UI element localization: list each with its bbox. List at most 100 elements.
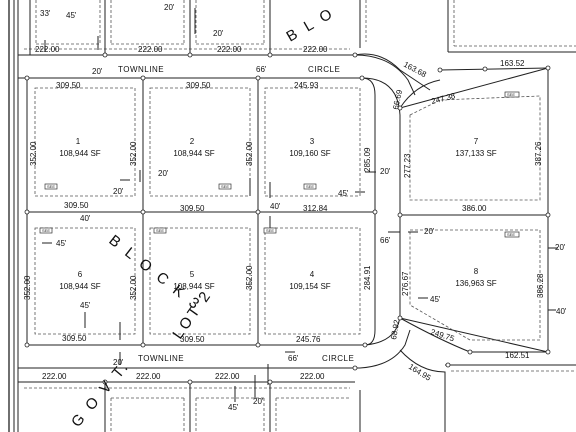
svg-text:309.50: 309.50 xyxy=(180,335,205,344)
svg-text:66': 66' xyxy=(380,236,391,245)
svg-text:309.50: 309.50 xyxy=(180,204,205,213)
lot-6-number: 6 xyxy=(78,270,83,279)
svg-text:20': 20' xyxy=(113,358,124,367)
svg-text:45': 45' xyxy=(66,11,77,20)
svg-text:40': 40' xyxy=(270,202,281,211)
lot-1-number: 1 xyxy=(76,137,81,146)
svg-text:45': 45' xyxy=(80,301,91,310)
svg-text:SEE: SEE xyxy=(221,184,229,189)
lot-3-area: 109,160 SF xyxy=(289,149,330,158)
top-block-lots xyxy=(18,0,576,91)
street-width-north: 66' xyxy=(256,65,267,74)
svg-text:40': 40' xyxy=(556,307,567,316)
svg-text:SEE: SEE xyxy=(156,228,164,233)
svg-text:222.00: 222.00 xyxy=(303,45,328,54)
west-boundary xyxy=(8,0,19,432)
lot-6-area: 108,944 SF xyxy=(59,282,100,291)
street-name-north-1: TOWNLINE xyxy=(118,65,164,74)
svg-text:20': 20' xyxy=(158,169,169,178)
lots-7-8 xyxy=(399,95,549,353)
lot-2-number: 2 xyxy=(190,137,195,146)
survey-monuments xyxy=(24,52,551,385)
svg-text:312.84: 312.84 xyxy=(303,204,328,213)
lot-labels: 1 108,944 SF 2 108,944 SF 3 109,160 SF 4… xyxy=(59,137,496,291)
svg-text:SEE: SEE xyxy=(42,228,50,233)
svg-text:276.67: 276.67 xyxy=(401,271,410,296)
svg-text:45': 45' xyxy=(228,403,239,412)
lot-1-area: 108,944 SF xyxy=(59,149,100,158)
block-label-north: B L O xyxy=(284,4,338,45)
svg-text:164.95: 164.95 xyxy=(407,362,433,383)
svg-text:245.76: 245.76 xyxy=(296,335,321,344)
svg-text:222.00: 222.00 xyxy=(138,45,163,54)
svg-text:222.00: 222.00 xyxy=(35,45,60,54)
svg-text:SEE: SEE xyxy=(306,184,314,189)
svg-text:352.00: 352.00 xyxy=(129,141,138,166)
svg-text:284.91: 284.91 xyxy=(363,265,372,290)
svg-text:222.00: 222.00 xyxy=(42,372,67,381)
svg-text:386.00: 386.00 xyxy=(462,204,487,213)
svg-text:387.26: 387.26 xyxy=(534,141,543,166)
svg-text:20': 20' xyxy=(113,187,124,196)
svg-text:SEE: SEE xyxy=(507,92,515,97)
svg-text:68.92: 68.92 xyxy=(389,319,401,341)
townline-circle-south xyxy=(18,329,576,432)
svg-text:309.50: 309.50 xyxy=(64,201,89,210)
svg-text:20': 20' xyxy=(424,227,435,236)
svg-text:45': 45' xyxy=(430,295,441,304)
street-width-south: 66' xyxy=(288,354,299,363)
lot-4-area: 109,154 SF xyxy=(289,282,330,291)
lot-8-number: 8 xyxy=(474,267,479,276)
svg-text:222.00: 222.00 xyxy=(136,372,161,381)
lot-4-number: 4 xyxy=(310,270,315,279)
svg-text:33': 33' xyxy=(40,9,51,18)
lot-3-number: 3 xyxy=(310,137,315,146)
lot-5-number: 5 xyxy=(190,270,195,279)
svg-text:45': 45' xyxy=(338,189,349,198)
svg-text:309.50: 309.50 xyxy=(62,334,87,343)
street-name-north-2: CIRCLE xyxy=(308,65,340,74)
svg-text:20': 20' xyxy=(164,3,175,12)
svg-text:20': 20' xyxy=(555,243,566,252)
svg-text:352.00: 352.00 xyxy=(23,275,32,300)
svg-text:285.09: 285.09 xyxy=(363,147,372,172)
svg-text:386.28: 386.28 xyxy=(536,273,545,298)
svg-text:309.50: 309.50 xyxy=(56,81,81,90)
svg-text:40': 40' xyxy=(80,214,91,223)
lot-7-area: 137,133 SF xyxy=(455,149,496,158)
svg-text:352.00: 352.00 xyxy=(129,275,138,300)
svg-text:20': 20' xyxy=(92,67,103,76)
svg-text:352.00: 352.00 xyxy=(245,265,254,290)
svg-text:247.38: 247.38 xyxy=(430,91,456,106)
svg-text:245.93: 245.93 xyxy=(294,81,319,90)
svg-text:352.00: 352.00 xyxy=(245,141,254,166)
setbacks-block-3 xyxy=(34,87,361,335)
svg-text:20': 20' xyxy=(253,397,264,406)
svg-text:66.69: 66.69 xyxy=(391,88,404,110)
svg-text:222.00: 222.00 xyxy=(300,372,325,381)
svg-text:SEE: SEE xyxy=(47,184,55,189)
lot-8-area: 136,963 SF xyxy=(455,279,496,288)
svg-text:352.00: 352.00 xyxy=(29,141,38,166)
lot-7-number: 7 xyxy=(474,137,479,146)
dimension-ticks xyxy=(42,8,558,402)
street-name-south-2: CIRCLE xyxy=(322,354,354,363)
svg-text:222.00: 222.00 xyxy=(217,45,242,54)
svg-text:277.23: 277.23 xyxy=(403,153,412,178)
svg-text:SEE: SEE xyxy=(507,232,515,237)
svg-text:45': 45' xyxy=(56,239,67,248)
svg-text:163.52: 163.52 xyxy=(500,59,525,68)
dimension-labels: 33' 45' 20' 20' 222.00 222.00 222.00 222… xyxy=(23,3,567,412)
bottom-block-lots xyxy=(18,381,361,432)
svg-text:163.68: 163.68 xyxy=(402,60,428,80)
lot-2-area: 108,944 SF xyxy=(173,149,214,158)
lot-5-area: 108,944 SF xyxy=(173,282,214,291)
svg-text:309.50: 309.50 xyxy=(186,81,211,90)
svg-text:20': 20' xyxy=(380,167,391,176)
svg-text:162.51: 162.51 xyxy=(505,351,530,360)
street-name-south-1: TOWNLINE xyxy=(138,354,184,363)
svg-text:20': 20' xyxy=(213,29,224,38)
svg-text:222.00: 222.00 xyxy=(215,372,240,381)
tags: SEE SEE SEE SEE SEE SEE SEE SEE xyxy=(39,91,520,238)
